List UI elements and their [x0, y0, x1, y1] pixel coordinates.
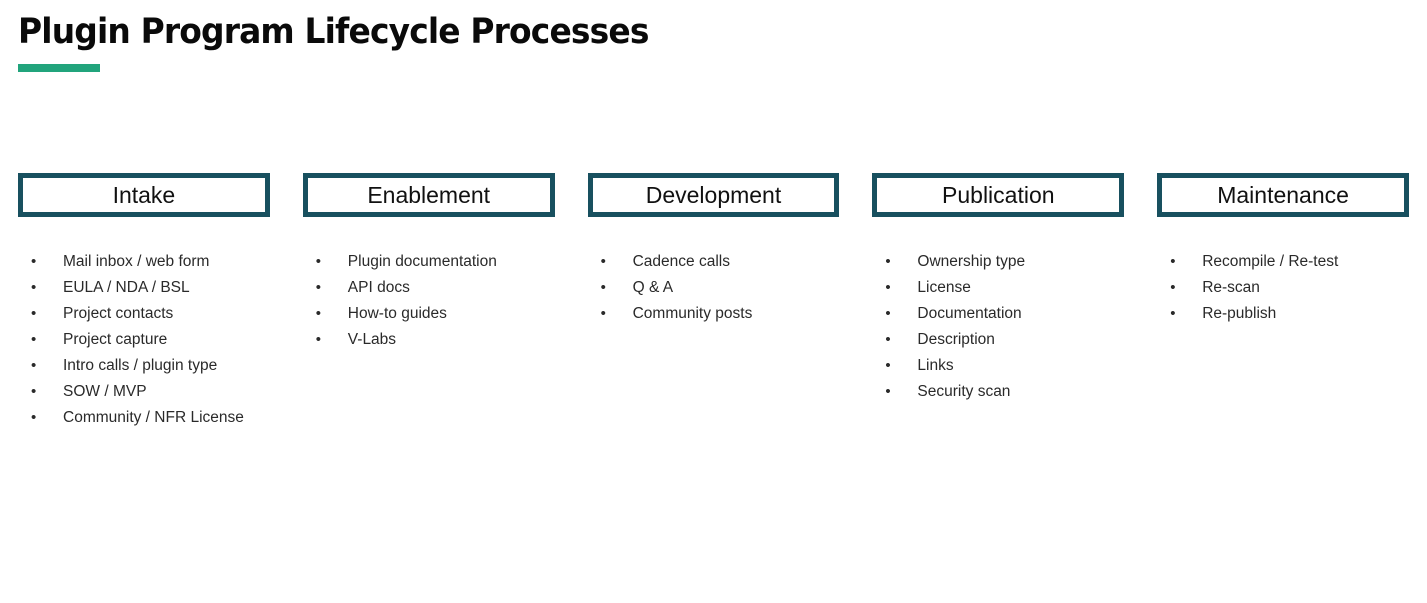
list-item-label: How-to guides: [347, 305, 447, 322]
bullet-icon: •: [315, 331, 322, 348]
list-item: • SOW / MVP: [18, 384, 270, 410]
list-item-label: License: [917, 279, 971, 296]
phase-title-maintenance: Maintenance: [1217, 181, 1349, 208]
list-item: • Project capture: [18, 332, 270, 358]
phase-header-inner: Development: [591, 177, 836, 213]
list-item: • Security scan: [872, 384, 1124, 410]
list-item: • Re-publish: [1157, 306, 1409, 332]
bullet-icon: •: [315, 305, 322, 322]
list-item: • Plugin documentation: [303, 254, 555, 280]
list-item-label: V-Labs: [347, 331, 397, 348]
list-item-label: Q & A: [632, 279, 674, 296]
list-item-label: Cadence calls: [632, 253, 730, 270]
phase-title-development: Development: [645, 181, 782, 208]
phase-items-maintenance: • Recompile / Re-test • Re-scan • Re-pub…: [1157, 254, 1409, 332]
phase-items-enablement: • Plugin documentation • API docs • How-…: [303, 254, 555, 358]
list-item-label: Community posts: [632, 305, 753, 322]
title-block: Plugin Program Lifecycle Processes: [18, 10, 689, 72]
bullet-icon: •: [885, 305, 891, 322]
list-item-label: Re-scan: [1202, 279, 1260, 296]
list-item-label: Project contacts: [63, 305, 174, 322]
phase-header-maintenance[interactable]: Maintenance: [1157, 173, 1409, 217]
phase-items-publication: • Ownership type • License • Documentati…: [872, 254, 1124, 410]
phase-column-enablement: Enablement • Plugin documentation • API …: [302, 173, 555, 358]
list-item-label: Ownership type: [917, 253, 1026, 270]
bullet-icon: •: [31, 357, 37, 374]
list-item: • Recompile / Re-test: [1157, 254, 1409, 280]
list-item-label: Re-publish: [1202, 305, 1277, 322]
lifecycle-phase-columns: Intake • Mail inbox / web form • EULA / …: [18, 173, 1409, 436]
list-item-label: API docs: [347, 279, 410, 296]
bullet-icon: •: [31, 253, 37, 270]
list-item-label: Mail inbox / web form: [63, 253, 210, 270]
list-item-label: Links: [917, 357, 954, 374]
phase-title-enablement: Enablement: [367, 181, 491, 208]
bullet-icon: •: [31, 331, 37, 348]
bullet-icon: •: [885, 253, 891, 270]
list-item: • Ownership type: [872, 254, 1124, 280]
phase-items-development: • Cadence calls • Q & A • Community post…: [588, 254, 840, 332]
list-item: • Community / NFR License: [18, 410, 270, 436]
phase-title-publication: Publication: [942, 181, 1055, 208]
bullet-icon: •: [1170, 253, 1176, 270]
bullet-icon: •: [885, 357, 891, 374]
phase-header-inner: Maintenance: [1161, 177, 1405, 213]
page-title: Plugin Program Lifecycle Processes: [18, 12, 649, 52]
list-item: • Description: [872, 332, 1124, 358]
phase-column-maintenance: Maintenance • Recompile / Re-test • Re-s…: [1157, 173, 1409, 332]
list-item: • Cadence calls: [588, 254, 840, 280]
list-item: • Q & A: [588, 280, 840, 306]
list-item: • Links: [872, 358, 1124, 384]
list-item: • Documentation: [872, 306, 1124, 332]
list-item: • Community posts: [588, 306, 840, 332]
list-item: • Mail inbox / web form: [18, 254, 270, 280]
list-item-label: Security scan: [917, 383, 1011, 400]
list-item-label: Plugin documentation: [347, 253, 497, 270]
bullet-icon: •: [31, 305, 37, 322]
list-item: • API docs: [303, 280, 555, 306]
phase-column-development: Development • Cadence calls • Q & A • Co…: [587, 173, 840, 332]
list-item-label: EULA / NDA / BSL: [63, 279, 190, 296]
list-item-label: SOW / MVP: [63, 383, 147, 400]
title-accent-rule: [18, 64, 100, 72]
list-item: • Re-scan: [1157, 280, 1409, 306]
bullet-icon: •: [31, 279, 37, 296]
phase-header-inner: Enablement: [306, 177, 551, 213]
list-item-label: Project capture: [63, 331, 168, 348]
list-item: • How-to guides: [303, 306, 555, 332]
bullet-icon: •: [315, 253, 322, 270]
list-item: • License: [872, 280, 1124, 306]
bullet-icon: •: [885, 331, 891, 348]
phase-title-intake: Intake: [112, 181, 176, 208]
bullet-icon: •: [1170, 305, 1176, 322]
list-item-label: Intro calls / plugin type: [63, 357, 218, 374]
bullet-icon: •: [31, 383, 37, 400]
phase-header-enablement[interactable]: Enablement: [302, 173, 555, 217]
phase-header-inner: Publication: [876, 177, 1121, 213]
list-item: • EULA / NDA / BSL: [18, 280, 270, 306]
phase-items-intake: • Mail inbox / web form • EULA / NDA / B…: [18, 254, 270, 436]
list-item: • V-Labs: [303, 332, 555, 358]
bullet-icon: •: [885, 279, 891, 296]
bullet-icon: •: [600, 253, 606, 270]
list-item: • Intro calls / plugin type: [18, 358, 270, 384]
list-item-label: Documentation: [917, 305, 1022, 322]
bullet-icon: •: [600, 305, 606, 322]
bullet-icon: •: [31, 409, 37, 426]
phase-header-inner: Intake: [22, 177, 266, 213]
list-item: • Project contacts: [18, 306, 270, 332]
bullet-icon: •: [600, 279, 606, 296]
phase-header-development[interactable]: Development: [587, 173, 840, 217]
phase-column-publication: Publication • Ownership type • License •…: [872, 173, 1125, 410]
phase-header-intake[interactable]: Intake: [18, 173, 270, 217]
bullet-icon: •: [1170, 279, 1176, 296]
phase-column-intake: Intake • Mail inbox / web form • EULA / …: [18, 173, 270, 436]
bullet-icon: •: [885, 383, 891, 400]
bullet-icon: •: [315, 279, 322, 296]
list-item-label: Description: [917, 331, 995, 348]
list-item-label: Community / NFR License: [63, 409, 244, 426]
phase-header-publication[interactable]: Publication: [872, 173, 1125, 217]
list-item-label: Recompile / Re-test: [1202, 253, 1339, 270]
